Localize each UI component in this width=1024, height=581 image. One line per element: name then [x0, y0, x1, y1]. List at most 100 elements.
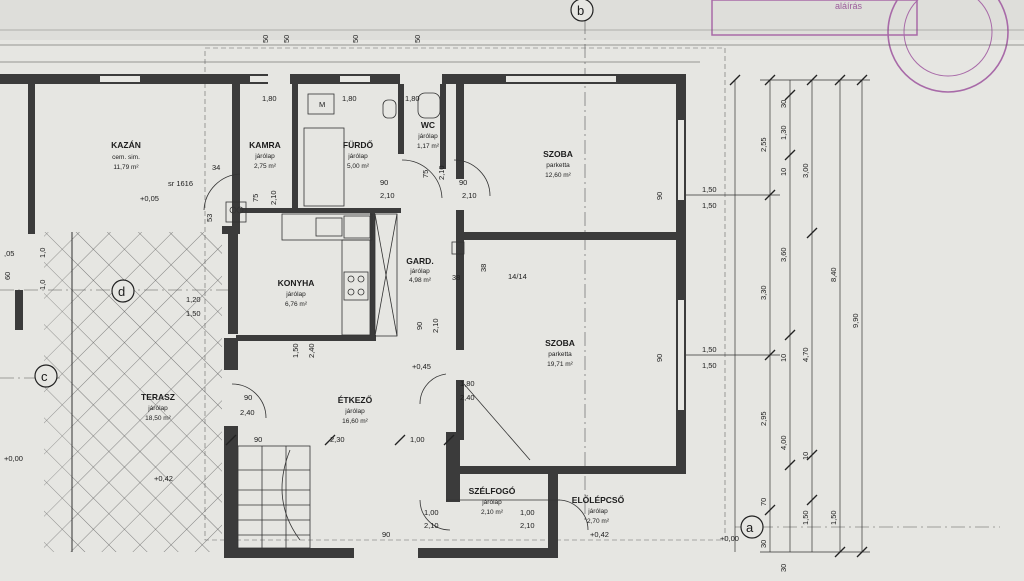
- bath-cabinet: [307, 93, 335, 115]
- stamp-label: aláírás: [835, 1, 863, 11]
- washbasin: [382, 99, 397, 119]
- wc-bowl: [417, 92, 441, 119]
- room-wc: WC járólap 1,17 m²: [417, 120, 440, 150]
- room-name: KAMRA: [249, 140, 281, 150]
- axis-a-label: a: [746, 520, 754, 535]
- room-area: 11,79 m²: [113, 164, 139, 171]
- dim: 2,95: [759, 411, 768, 426]
- dim: 60: [3, 272, 12, 280]
- dim: 2,10: [424, 521, 439, 530]
- room-finish: járólap: [344, 408, 365, 415]
- axis-bubbles: b d c a: [34, 0, 764, 539]
- room-labels: KAZÁN cem. sim. 11,79 m² KAMRA járólap 2…: [111, 120, 624, 525]
- room-szelfogo: SZÉLFOGÓ járólap 2,10 m²: [469, 485, 516, 516]
- axis-b-label: b: [577, 3, 584, 18]
- chimney: [451, 241, 465, 255]
- dim: 1,80: [460, 379, 475, 388]
- dim: 1,50: [829, 510, 838, 525]
- right-dimension-lines: [686, 79, 870, 553]
- bathtub: [303, 127, 345, 207]
- note-sr: sr 1616: [168, 179, 193, 188]
- dim: 10: [779, 354, 788, 362]
- dimension-ticks: [225, 74, 868, 558]
- dim: 1,50: [702, 361, 717, 370]
- room-area: 6,76 m²: [285, 301, 308, 308]
- dim: 2,10: [520, 521, 535, 530]
- dim: 1,50: [291, 343, 300, 358]
- level-mark: +0,00: [720, 534, 739, 543]
- dim: 90: [415, 322, 424, 330]
- room-area: 2,10 m²: [481, 509, 504, 516]
- dim: 70: [759, 498, 768, 506]
- room-szoba-1: SZOBA parketta 12,60 m²: [543, 149, 573, 179]
- dim: 1,50: [702, 345, 717, 354]
- dimensions-vertical: 2,55 1,30 30 3,00 10 3,30 3,60 8,40 10 4…: [759, 100, 860, 572]
- dim: 50: [261, 35, 270, 43]
- dim: 1,00: [424, 508, 439, 517]
- dim: 3,00: [801, 163, 810, 178]
- room-name: GARD.: [406, 256, 433, 266]
- paper-shadow-top: [0, 0, 1024, 40]
- dim: 90: [380, 178, 388, 187]
- room-terasz: TERASZ járólap 18,50 m²: [141, 392, 175, 422]
- note-m: M: [319, 100, 325, 109]
- dim: 1,50: [702, 201, 717, 210]
- dim: 4,70: [801, 347, 810, 362]
- kitchen-counter: [281, 213, 373, 241]
- room-finish: járólap: [347, 153, 368, 160]
- room-area: 19,71 m²: [547, 361, 573, 368]
- level-mark: +0,00: [4, 454, 23, 463]
- dim: 9,90: [851, 313, 860, 328]
- room-area: 2,70 m²: [587, 518, 610, 525]
- dim: 30: [759, 540, 768, 548]
- dim: 90: [459, 178, 467, 187]
- counter-side: [341, 239, 371, 336]
- level-mark: +0,42: [590, 530, 609, 539]
- dim: 1,00: [520, 508, 535, 517]
- dim: 2,55: [759, 137, 768, 152]
- dim: 2,10: [462, 191, 477, 200]
- room-finish: parketta: [546, 162, 570, 169]
- room-area: 4,98 m²: [409, 277, 432, 284]
- terrace-hatch-edge: [44, 232, 72, 552]
- dim: 38: [479, 264, 488, 272]
- dim: 10: [779, 168, 788, 176]
- dim: 1,30: [779, 125, 788, 140]
- fixtures: [203, 92, 589, 549]
- room-finish: cem. sim.: [112, 154, 140, 161]
- room-name: SZOBA: [545, 338, 575, 348]
- room-finish: járólap: [285, 291, 306, 298]
- sink: [315, 217, 343, 237]
- note-tag: 14/14: [508, 272, 527, 281]
- dim: 90: [655, 354, 664, 362]
- dim: 75: [421, 170, 430, 178]
- terrace-hatch: [72, 232, 222, 552]
- room-furdo: FÜRDŐ járólap 5,00 m²: [343, 139, 374, 170]
- dim: 50: [351, 35, 360, 43]
- room-name: FÜRDŐ: [343, 139, 374, 150]
- room-etkezo: ÉTKEZŐ járólap 16,60 m²: [338, 394, 373, 425]
- room-finish: járólap: [254, 153, 275, 160]
- window-openings: [100, 76, 684, 410]
- dim: 1,80: [405, 94, 420, 103]
- dim: 90: [244, 393, 252, 402]
- dim: 2,10: [269, 190, 278, 205]
- dim: 2,40: [460, 393, 475, 402]
- wardrobe: [374, 213, 398, 337]
- room-konyha: KONYHA járólap 6,76 m²: [278, 278, 315, 308]
- axis-b-bubble: [570, 0, 594, 22]
- room-area: 5,00 m²: [347, 163, 370, 170]
- dim: 1,50: [801, 510, 810, 525]
- room-finish: járólap: [147, 405, 168, 412]
- room-finish: járólap: [409, 268, 430, 275]
- dim: 2,30: [330, 435, 345, 444]
- room-area: 2,75 m²: [254, 163, 277, 170]
- stamp: aláírás: [711, 0, 1009, 93]
- dim: 2,40: [307, 343, 316, 358]
- room-name: ÉTKEZŐ: [338, 394, 373, 405]
- dim: ,05: [4, 249, 14, 258]
- dim: 2,10: [380, 191, 395, 200]
- dim: 1,0: [38, 248, 47, 258]
- room-name: ELŐLÉPCSŐ: [572, 494, 625, 505]
